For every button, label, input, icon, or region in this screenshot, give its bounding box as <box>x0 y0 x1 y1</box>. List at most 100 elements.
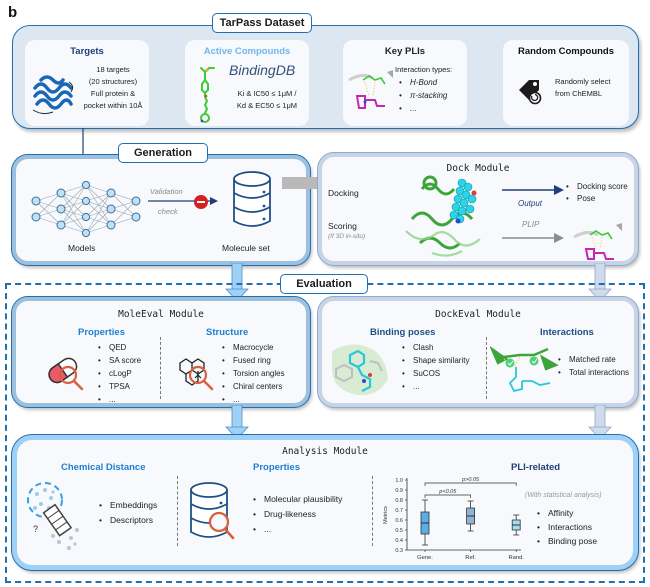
y-tick-label: 0.8 <box>395 498 403 504</box>
models-label: Models <box>68 243 96 253</box>
plip-arrow <box>502 233 564 243</box>
moleeval-module-title: MoleEval Module <box>118 309 204 320</box>
scoring-note: (If 3D in-situ) <box>328 233 366 240</box>
random-compounds-line: Randomly select <box>555 77 611 86</box>
card-title: Key PLIs <box>384 46 426 57</box>
property-item: cLogP <box>98 367 141 380</box>
database-search-icon <box>190 482 235 540</box>
property-item: TPSA <box>98 380 141 393</box>
section-divider <box>177 476 178 546</box>
chemical-distance-heading: Chemical Distance <box>61 462 146 473</box>
section-divider <box>486 337 487 399</box>
dockeval-module-panel: DockEval Module Binding poses Clash Shap… <box>317 296 639 408</box>
validation-arrow <box>148 197 218 205</box>
binding-pose-metric: ... <box>402 380 469 393</box>
binding-pose-metric: SuCOS <box>402 367 469 380</box>
chemical-space-icon: ? <box>27 482 79 550</box>
targets-line: 18 targets <box>96 65 130 74</box>
interaction-type-item: ... <box>399 102 447 115</box>
pli-item: Affinity <box>537 506 597 520</box>
x-tick-label: Gene. <box>417 555 433 561</box>
significance-bracket <box>424 494 471 498</box>
chemical-distance-item: Embeddings <box>99 498 157 513</box>
interaction-type-item: π-stacking <box>399 89 447 102</box>
significance-bracket <box>424 482 517 486</box>
structure-item: ... <box>222 393 285 406</box>
dock-output-item: Docking score <box>566 181 628 193</box>
check-label: check <box>158 207 178 216</box>
dockeval-module-title: DockEval Module <box>435 309 521 320</box>
metrics-boxplot-chart: 0.30.40.50.60.70.80.91.0MetricsGene.Ref.… <box>383 477 524 561</box>
structure-heading: Structure <box>206 327 249 338</box>
neural-network-icon <box>31 181 141 238</box>
y-tick-label: 0.6 <box>395 518 403 524</box>
protein-ligand-complex-image <box>405 175 481 257</box>
property-item: QED <box>98 341 141 354</box>
y-tick-label: 0.5 <box>395 528 403 534</box>
molecule-stick-icon <box>200 67 215 123</box>
interaction-metric: Total interactions <box>558 366 629 379</box>
panel-label: b <box>8 4 18 21</box>
analysis-module-title: Analysis Module <box>282 446 368 457</box>
plip-label: PLIP <box>522 220 540 229</box>
generation-title: Generation <box>118 143 208 163</box>
interaction-map-image <box>490 346 559 393</box>
structure-item: Chiral centers <box>222 380 285 393</box>
interactions-heading: Interactions <box>540 327 594 338</box>
database-icon <box>233 171 271 227</box>
card-title: Active Compounds <box>203 46 291 57</box>
y-tick-label: 0.4 <box>395 538 403 544</box>
pill-magnifier-icon <box>48 357 84 391</box>
output-label: Output <box>518 199 543 208</box>
statistical-analysis-note: (With statistical analysis) <box>525 492 602 499</box>
section-divider <box>372 476 373 546</box>
targets-line: pocket within 10Å <box>83 101 143 110</box>
card-key-plis: Key PLIs Interaction types: H-Bond π-sta… <box>343 40 467 126</box>
analysis-properties-heading: Properties <box>253 462 300 473</box>
analysis-module-panel: Analysis Module Chemical Distance ? Embe… <box>11 434 639 571</box>
x-tick-label: Ref. <box>465 555 476 561</box>
bindingdb-logo: BindingDB <box>229 62 296 78</box>
analysis-property-item: Molecular plausibility <box>253 492 342 507</box>
generation-panel: Models Validation check Molecule set <box>11 154 311 266</box>
analysis-property-item: ... <box>253 522 342 537</box>
card-title: Random Compounds <box>517 46 615 57</box>
dockeval-to-analysis-arrow <box>588 405 612 440</box>
docking-label: Docking <box>328 188 359 198</box>
evaluation-title: Evaluation <box>280 274 368 294</box>
card-active-compounds: Active Compounds BindingDB Ki & IC50 ≤ 1… <box>185 40 309 126</box>
y-tick-label: 0.3 <box>395 548 403 554</box>
fused-ring-magnifier-icon <box>179 358 214 391</box>
y-axis-label: Metrics <box>383 506 389 524</box>
binding-pose-metric: Clash <box>402 341 469 354</box>
interaction-metric: Matched rate <box>558 353 629 366</box>
interaction-types-intro: Interaction types: <box>395 65 453 74</box>
property-item: ... <box>98 393 141 406</box>
properties-heading: Properties <box>78 327 125 338</box>
p-value-label: p<0.05 <box>438 489 457 495</box>
molecule-set-label: Molecule set <box>222 243 270 253</box>
y-tick-label: 0.7 <box>395 508 403 514</box>
pli-ligand-icon <box>348 70 393 109</box>
binding-poses-heading: Binding poses <box>370 327 436 338</box>
svg-text:?: ? <box>33 524 38 534</box>
interaction-type-item: H-Bond <box>399 76 447 89</box>
active-criteria-line: Ki & IC50 ≤ 1μM / <box>237 89 297 98</box>
moleeval-module-panel: MoleEval Module Properties QED SA score … <box>11 296 311 408</box>
validation-label: Validation <box>150 187 183 196</box>
pli-item: Interactions <box>537 520 597 534</box>
pli-pose-icon <box>573 223 622 260</box>
binding-pose-metric: Shape similarity <box>402 354 469 367</box>
property-item: SA score <box>98 354 141 367</box>
pli-related-heading: PLI-related <box>511 462 561 473</box>
section-divider <box>160 337 161 399</box>
y-tick-label: 0.9 <box>395 488 403 494</box>
card-targets: Targets 18 targets (20 structures) Full … <box>25 40 149 126</box>
card-title: Targets <box>70 46 104 57</box>
structure-item: Torsion angles <box>222 367 285 380</box>
pli-item: Binding pose <box>537 534 597 548</box>
analysis-property-item: Drug-likeness <box>253 507 342 522</box>
dataset-title: TarPass Dataset <box>212 13 312 33</box>
output-arrow <box>502 185 564 195</box>
tarpass-dataset-panel: Targets 18 targets (20 structures) Full … <box>12 25 639 129</box>
